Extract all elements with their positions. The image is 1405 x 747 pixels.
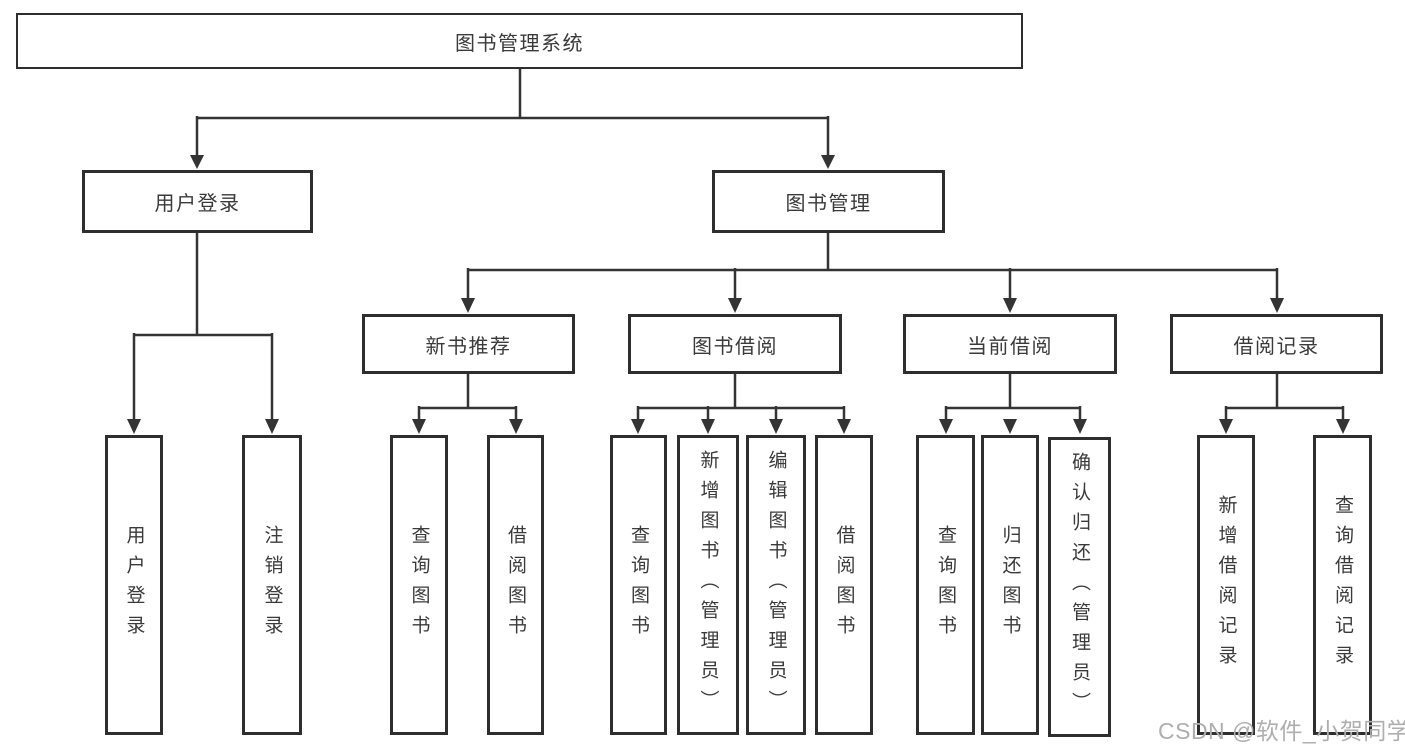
node-current-borrow: 当前借阅 <box>903 314 1117 374</box>
leaf-cb-confirm-return-label: 确认归还（管理员） <box>1069 452 1090 722</box>
node-new-book-recommend-label: 新书推荐 <box>425 335 512 358</box>
node-borrow-records-label: 借阅记录 <box>1233 335 1320 358</box>
leaf-logout-label: 注销登录 <box>261 525 283 645</box>
node-root-label: 图书管理系统 <box>455 32 584 55</box>
leaf-cb-return-books: 归还图书 <box>981 435 1039 735</box>
leaf-br-query-record-label: 查询借阅记录 <box>1332 495 1353 675</box>
leaf-nb-query-books: 查询图书 <box>390 435 448 735</box>
leaf-br-query-record: 查询借阅记录 <box>1313 435 1372 735</box>
leaf-logout: 注销登录 <box>242 435 302 735</box>
node-book-borrow: 图书借阅 <box>628 314 842 374</box>
leaf-cb-query-books: 查询图书 <box>916 435 975 735</box>
leaf-bb-query-books-label: 查询图书 <box>628 525 649 645</box>
node-user-login-label: 用户登录 <box>154 193 241 215</box>
leaf-nb-borrow-books-label: 借阅图书 <box>505 525 526 645</box>
leaf-bb-borrow-books: 借阅图书 <box>815 435 873 735</box>
leaf-cb-query-books-label: 查询图书 <box>935 525 956 645</box>
leaf-nb-borrow-books: 借阅图书 <box>487 435 544 735</box>
node-book-management-label: 图书管理 <box>785 193 872 215</box>
leaf-user-login-label: 用户登录 <box>123 525 145 645</box>
leaf-bb-edit-books: 编辑图书（管理员） <box>746 435 806 735</box>
leaf-cb-return-books-label: 归还图书 <box>999 525 1021 645</box>
node-borrow-records: 借阅记录 <box>1170 314 1383 374</box>
node-new-book-recommend: 新书推荐 <box>362 314 575 374</box>
node-user-login: 用户登录 <box>82 170 313 233</box>
leaf-br-add-record-label: 新增借阅记录 <box>1215 495 1237 675</box>
leaf-bb-borrow-books-label: 借阅图书 <box>833 525 855 645</box>
leaf-user-login: 用户登录 <box>105 435 163 735</box>
leaf-br-add-record: 新增借阅记录 <box>1197 435 1255 735</box>
leaf-nb-query-books-label: 查询图书 <box>408 525 430 645</box>
leaf-bb-add-books: 新增图书（管理员） <box>677 435 739 735</box>
leaf-bb-edit-books-label: 编辑图书（管理员） <box>765 450 787 720</box>
node-book-management: 图书管理 <box>712 170 945 233</box>
leaf-cb-confirm-return: 确认归还（管理员） <box>1048 437 1111 737</box>
node-current-borrow-label: 当前借阅 <box>967 335 1053 358</box>
leaf-bb-query-books: 查询图书 <box>610 435 667 735</box>
node-book-borrow-label: 图书借阅 <box>692 335 778 358</box>
node-root: 图书管理系统 <box>16 13 1023 69</box>
watermark: CSDN @软件_小贺同学 <box>1158 718 1405 744</box>
leaf-bb-add-books-label: 新增图书（管理员） <box>697 450 719 720</box>
